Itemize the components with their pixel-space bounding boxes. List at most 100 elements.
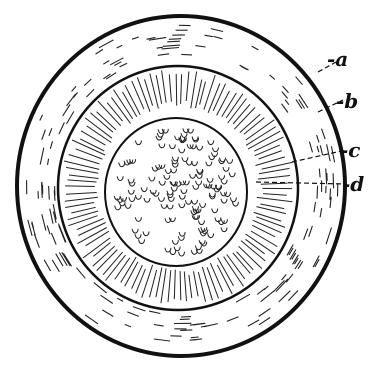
core-curl [232,202,238,206]
radial-line [68,216,97,226]
outer-dash [288,291,298,301]
outer-dash [333,173,334,188]
core-curl [115,206,121,210]
radial-line [65,197,98,201]
core-curl [191,200,197,204]
outer-dash [87,89,95,97]
label-b: -b [336,89,358,113]
outer-dash [154,339,170,341]
core-curl [208,140,214,144]
outer-dash [149,311,160,313]
radial-line [156,267,162,297]
core-curl [159,181,165,185]
outer-dash [63,105,70,116]
radial-line [168,270,171,302]
core-curl [158,197,164,201]
outer-dash [117,45,123,48]
outer-dash [327,144,331,161]
radial-line [259,168,290,173]
outer-dash [317,146,319,152]
radial-line [81,131,106,145]
outer-dash [56,254,63,267]
core-curl [135,195,141,199]
outer-dash [163,45,180,46]
radial-line [252,225,275,237]
radial-line [213,84,225,111]
core-curl [197,169,203,173]
core-curl [179,232,185,236]
core-curl [224,192,230,196]
outer-dash [248,320,259,326]
core-curl [170,250,176,254]
outer-dash [49,128,52,136]
radial-line [257,197,293,201]
core-curl [117,176,123,180]
core-curl [215,218,221,222]
outer-dash [120,63,128,67]
outer-dash [50,209,53,224]
middle-ring-boundary [58,66,298,310]
radial-line [83,238,110,258]
radial-line [65,203,94,208]
radial-line [90,113,113,133]
outer-dash [317,186,318,199]
radial-line [68,180,97,182]
outer-dash [84,79,91,86]
core-curl [167,191,173,195]
core-curl [200,203,206,207]
outer-dash [309,226,313,237]
core-curl [182,157,188,161]
radial-line [259,151,282,159]
outer-dash [49,186,50,200]
outer-dash [201,326,207,327]
outer-dash [282,104,288,113]
radial-line [145,79,153,105]
radial-line [184,272,186,302]
outer-dash [40,115,43,121]
core-curl [171,187,177,191]
outer-dash [103,61,109,65]
core-curl [229,173,235,177]
outer-dash [304,229,308,240]
outer-dash [320,145,322,155]
outer-dash [67,111,74,124]
radial-line [78,223,105,236]
radial-line [107,103,122,122]
core-curl [190,174,196,178]
outer-dash [270,75,275,80]
radial-fiber-lines [64,70,293,303]
outer-dash [127,312,139,317]
core-curl [179,149,185,153]
label-a: -a [327,47,348,71]
outer-dash [73,93,78,98]
outer-dash [331,146,334,162]
radial-line [263,194,287,196]
outer-dash [180,330,192,331]
core-curl [207,178,213,182]
outer-dash [96,49,103,54]
radial-line [137,77,150,111]
radial-line [191,72,197,109]
core-curl [212,148,218,152]
outer-dash [283,86,289,93]
outer-dash [326,228,331,245]
radial-line [66,193,97,195]
radial-line [254,137,283,151]
radial-line [196,80,202,109]
core-curl [193,185,199,189]
core-curl [209,193,215,197]
outer-dash [132,37,139,39]
radial-line [156,75,162,104]
outer-dash [117,298,123,301]
outer-dash [259,318,270,325]
core-curl [208,233,214,237]
outer-dash [72,86,76,91]
core-curl [196,181,202,185]
radial-line [217,91,230,115]
outer-dash [213,36,222,38]
radial-line [115,258,130,280]
radial-line [207,267,218,298]
radial-line [176,74,177,106]
radial-line [254,212,282,221]
